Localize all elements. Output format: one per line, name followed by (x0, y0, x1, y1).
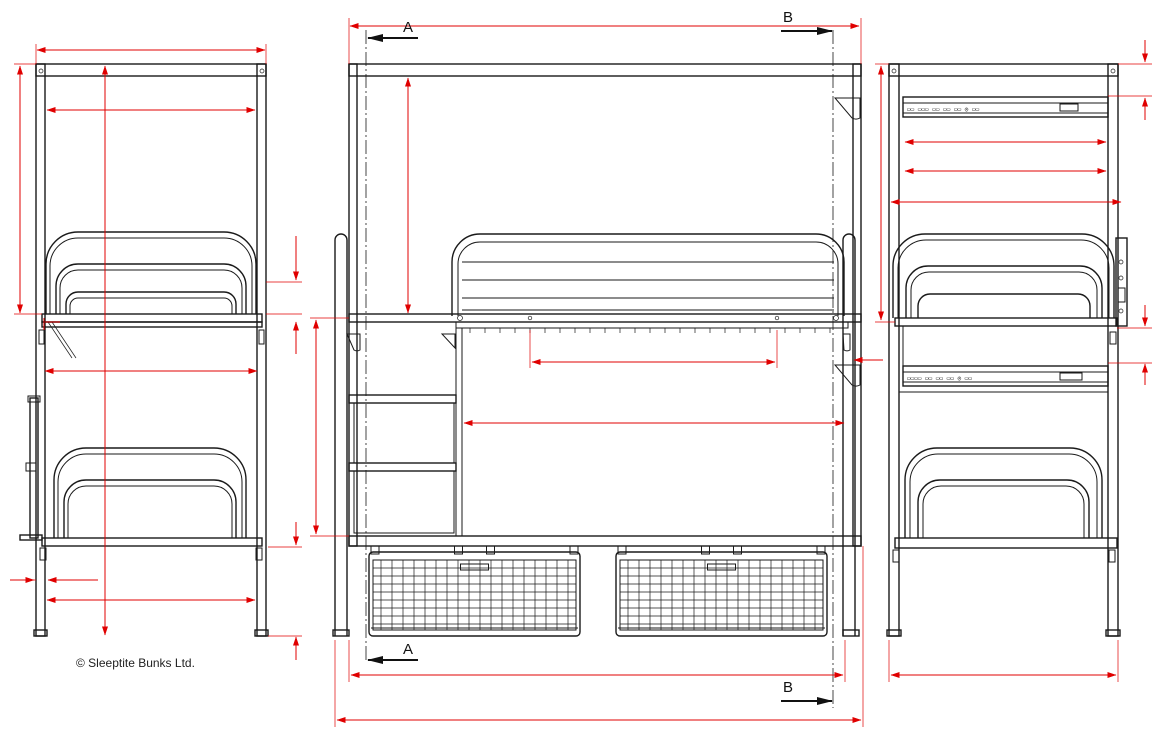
section-marker-b-bottom: B (781, 679, 833, 705)
storage-shelves (348, 394, 457, 534)
basket-clip (733, 545, 742, 555)
right-elevation-view: ▭▭ ▭▭▭ ▭▭ ▭▭ ▭▭ ◎ ▭▭ ▭▭▭▭ ▭▭ ▭▭ ▭▭ ◎ ▭▭ (875, 40, 1152, 682)
storage-basket-left (368, 545, 581, 637)
basket-frame (368, 551, 581, 637)
right-lower-headboard (904, 447, 1103, 538)
basket-clip (701, 545, 710, 555)
front-elevation-view: A B A B (310, 9, 883, 727)
section-marker-b-top: B (781, 9, 833, 35)
upper-guard-rail (451, 233, 845, 321)
section-label-a-top: A (403, 19, 413, 36)
basket-handle (707, 563, 736, 571)
section-marker-a-top: A (367, 19, 418, 42)
basket-frame (615, 551, 828, 637)
section-label-b-bottom: B (783, 679, 793, 696)
basket-clip (486, 545, 495, 555)
power-strip-lower: ▭▭▭▭ ▭▭ ▭▭ ▭▭ ◎ ▭▭ (902, 365, 1109, 387)
basket-handle (460, 563, 489, 571)
basket-clip (569, 545, 579, 555)
slat-ticks (469, 328, 831, 333)
basket-clip (617, 545, 627, 555)
basket-clip (370, 545, 380, 555)
power-strip-upper: ▭▭ ▭▭▭ ▭▭ ▭▭ ▭▭ ◎ ▭▭ (902, 96, 1109, 118)
basket-clip (454, 545, 463, 555)
section-label-a-bottom: A (403, 641, 413, 658)
lower-headboard (53, 447, 247, 538)
left-elevation-view (10, 44, 302, 660)
storage-basket-right (615, 545, 828, 637)
copyright-text: © Sleeptite Bunks Ltd. (76, 656, 195, 670)
basket-inner (372, 559, 577, 631)
basket-clip (816, 545, 826, 555)
right-upper-headboard (892, 233, 1115, 318)
basket-inner (619, 559, 824, 631)
upper-headboard (45, 231, 257, 314)
power-socket-icon: ▭▭ ▭▭▭ ▭▭ ▭▭ ▭▭ ◎ ▭▭ (907, 106, 980, 113)
power-socket-icon: ▭▭▭▭ ▭▭ ▭▭ ▭▭ ◎ ▭▭ (907, 375, 972, 382)
section-label-b-top: B (783, 9, 793, 26)
section-marker-a-bottom: A (367, 641, 418, 664)
